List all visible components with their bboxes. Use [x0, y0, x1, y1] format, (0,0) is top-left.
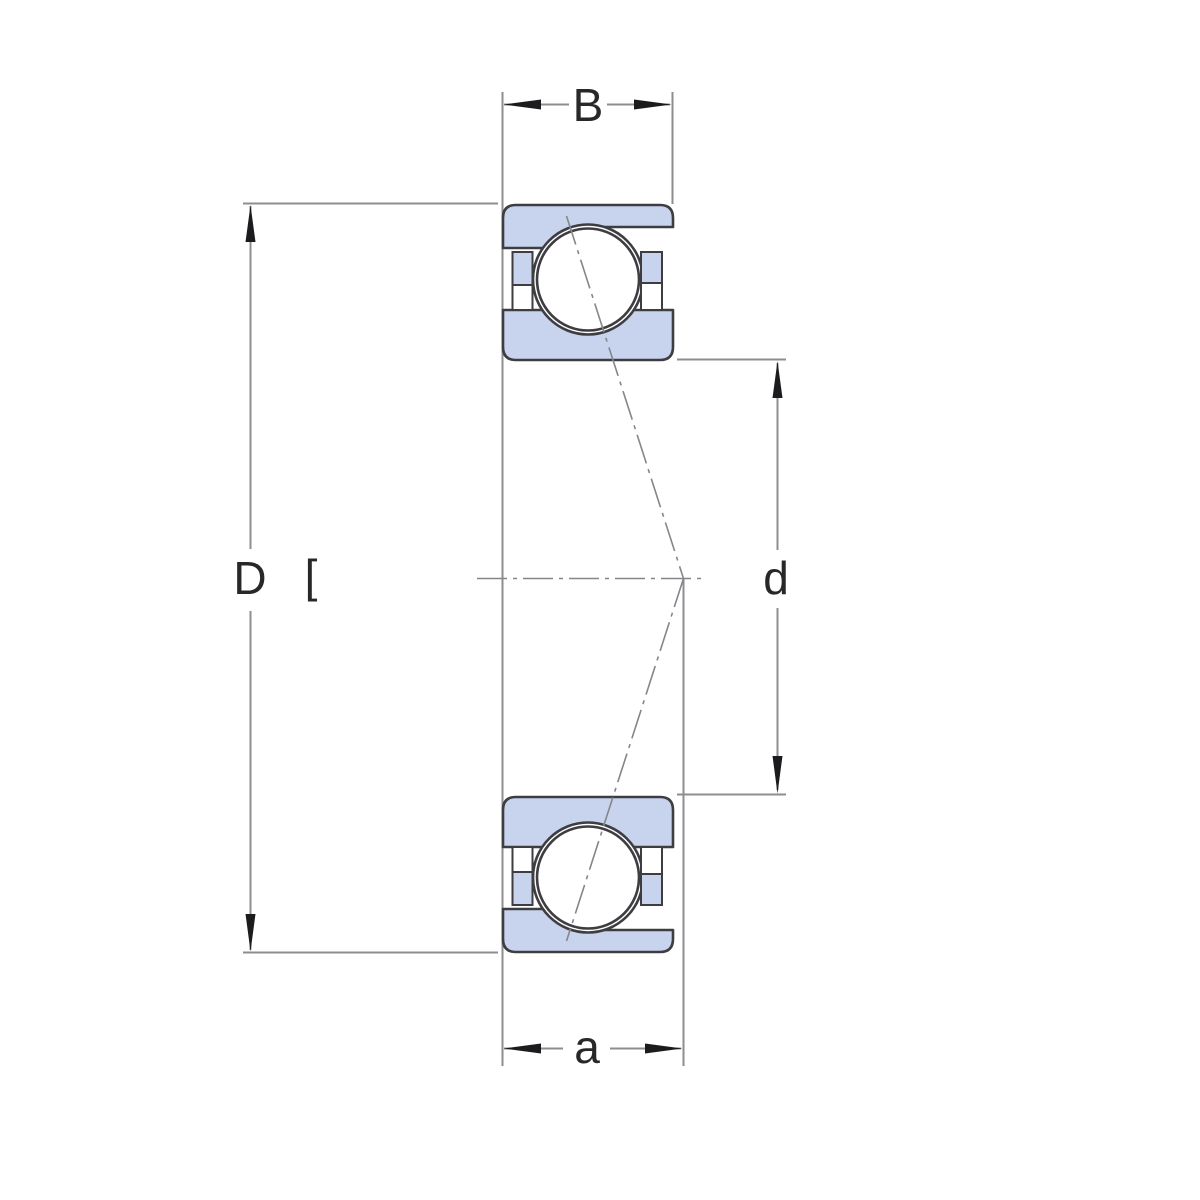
label-outer-diameter-mark: [	[305, 550, 318, 602]
centerlines	[477, 215, 702, 942]
cage-top-right-lower	[640, 282, 663, 311]
bearing-section-top	[501, 203, 675, 362]
label-width-B: B	[573, 79, 604, 131]
label-bore-diameter-d: d	[763, 552, 789, 604]
ball-top	[535, 227, 641, 332]
cage-bottom-left-upper	[511, 846, 534, 873]
arrow-B-left	[503, 99, 541, 110]
arrow-a-right	[645, 1043, 683, 1054]
arrow-a-left	[503, 1043, 541, 1054]
arrow-D-bottom	[245, 914, 256, 952]
cage-top-left	[511, 251, 534, 286]
cage-top-left-lower	[511, 284, 534, 311]
cage-bottom-right-upper	[640, 846, 663, 875]
dimension-lines	[243, 92, 786, 1066]
arrow-B-right	[634, 99, 672, 110]
ball-bottom	[535, 825, 641, 930]
arrow-d-top	[772, 361, 783, 398]
cage-bottom-left	[511, 871, 534, 906]
label-outer-diameter-D: D	[233, 552, 266, 604]
contact-line-bottom	[565, 578, 685, 942]
cage-bottom-right	[640, 873, 663, 906]
arrow-d-bottom	[772, 756, 783, 794]
dimension-arrows	[245, 99, 783, 1054]
arrow-D-top	[245, 205, 256, 242]
dimension-labels: B D [ d a	[233, 79, 788, 1073]
label-pressure-center-a: a	[574, 1021, 600, 1073]
contact-line-top	[565, 215, 685, 579]
bearing-section-bottom	[501, 795, 675, 954]
cage-top-right	[640, 251, 663, 284]
